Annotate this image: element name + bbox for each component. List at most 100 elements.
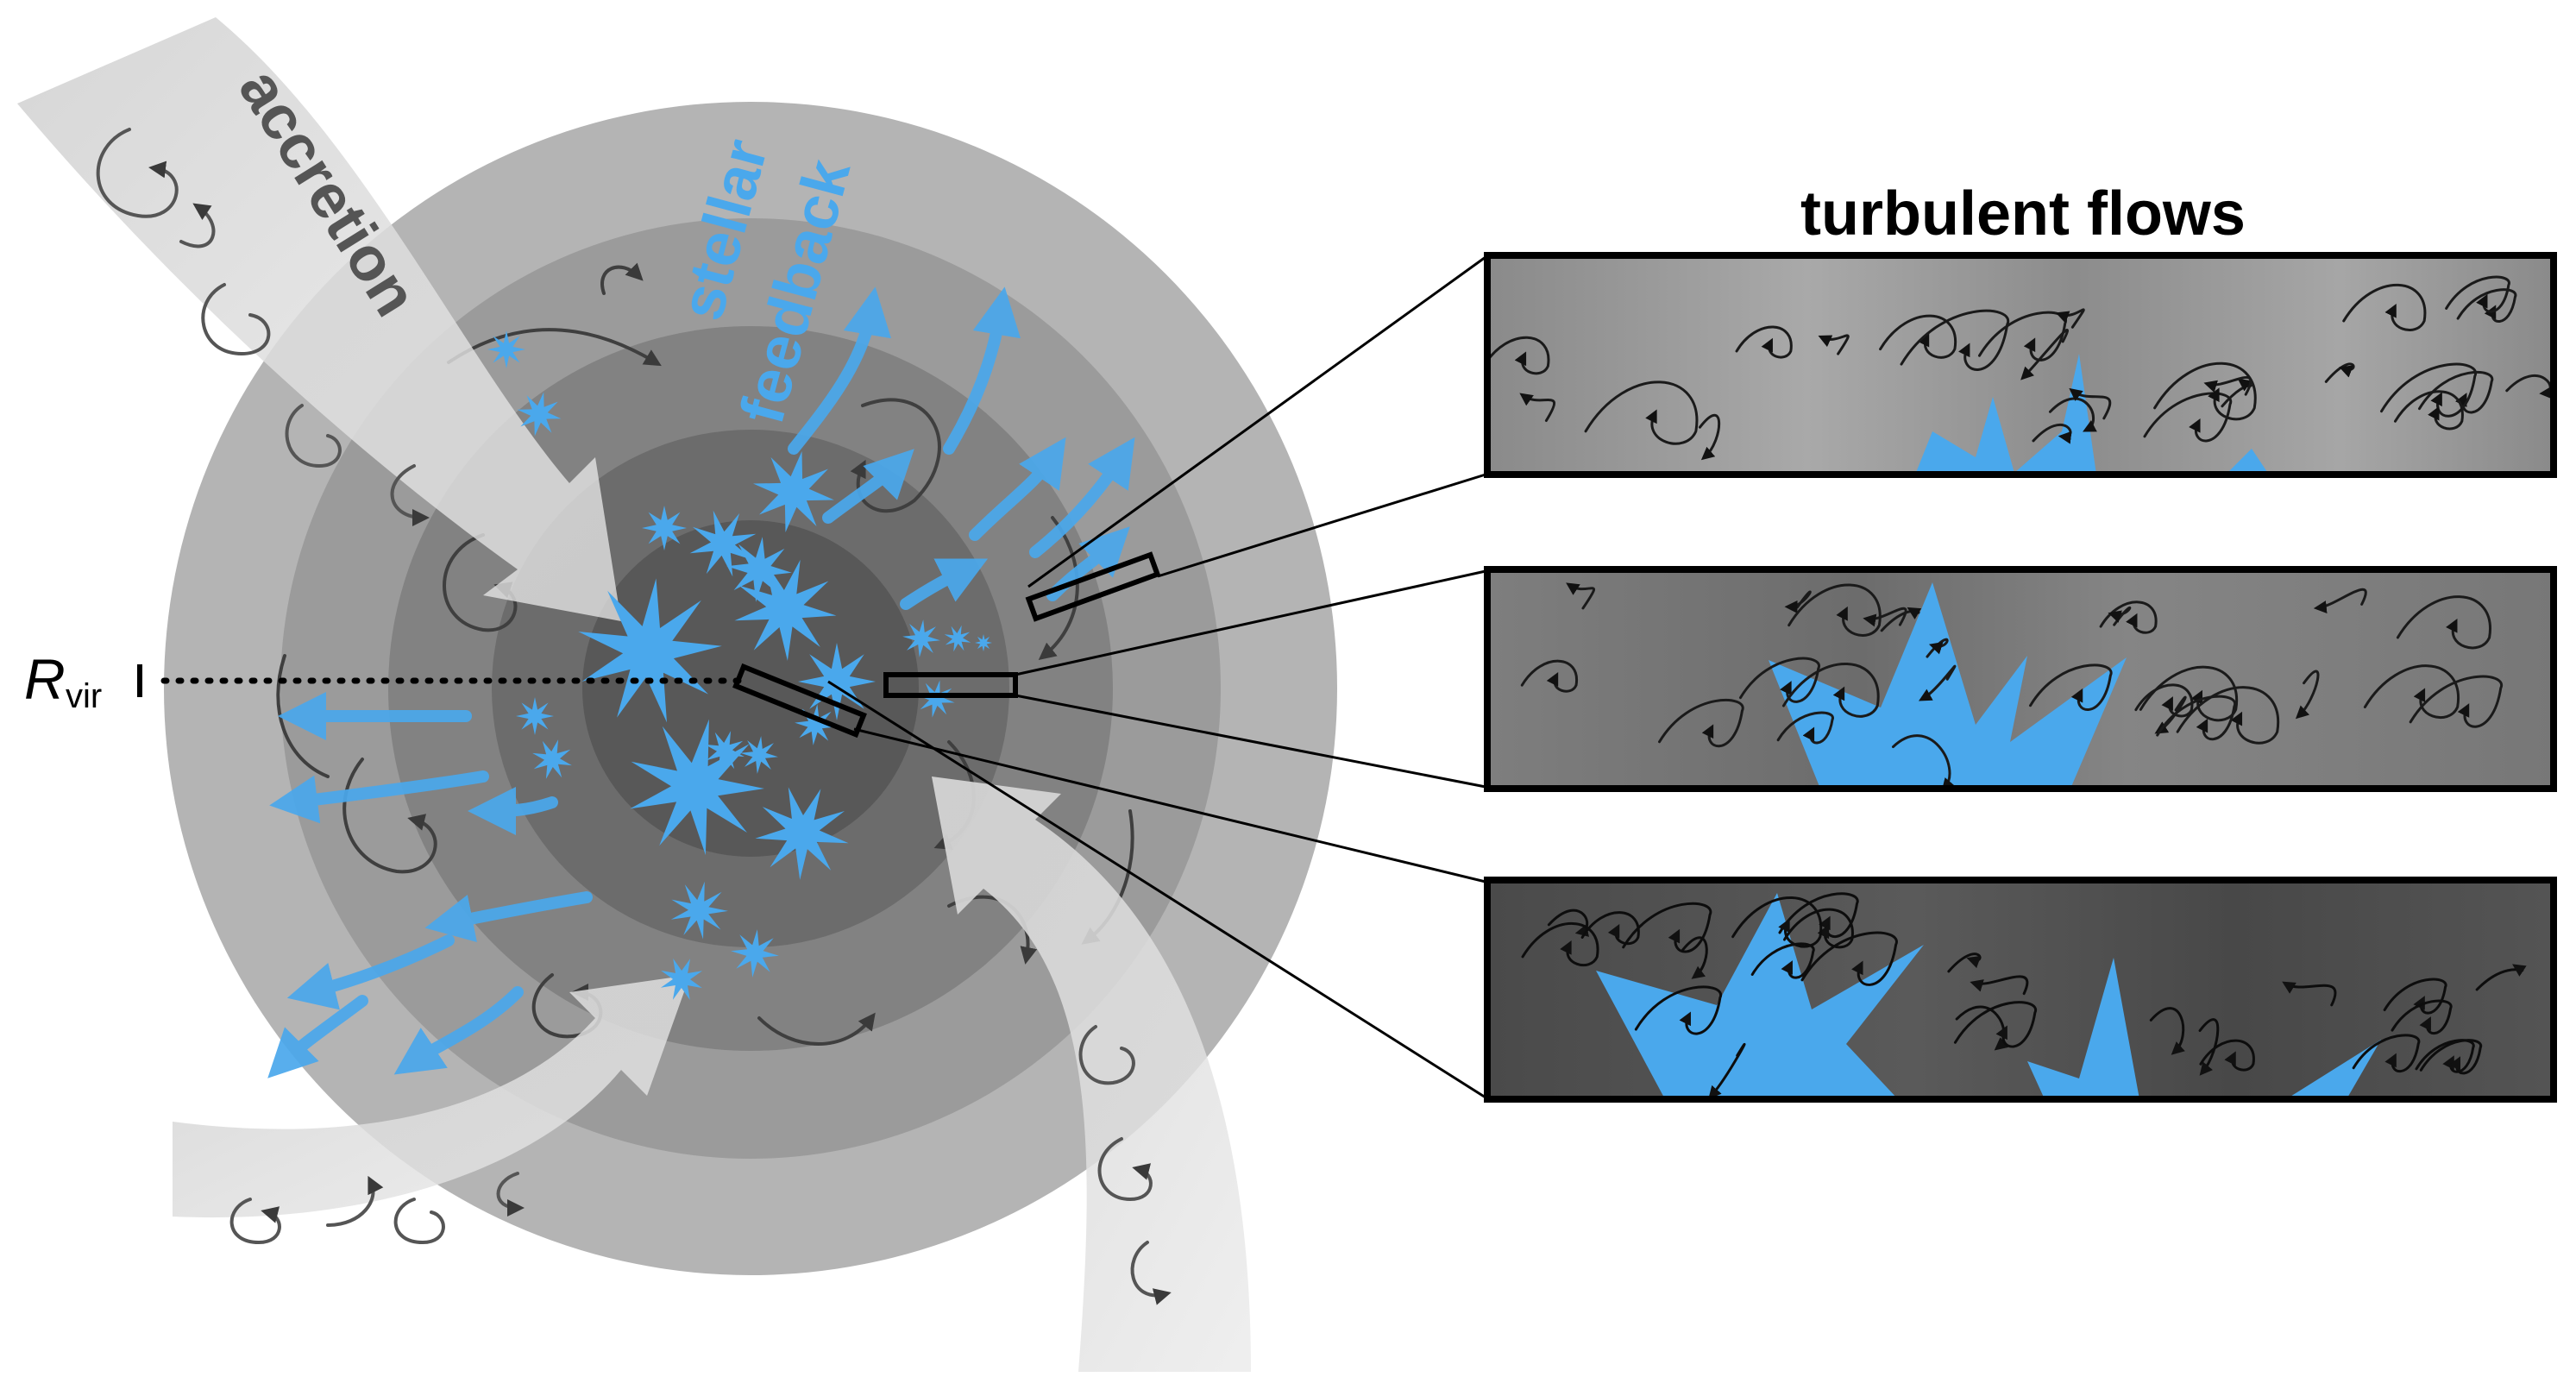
turbulent-eddy bbox=[1784, 590, 1812, 613]
turbulent-eddy bbox=[2099, 600, 2158, 634]
turbulent-eddy bbox=[2383, 978, 2447, 1015]
turbulent-eddy bbox=[2342, 283, 2427, 331]
panel-inner-swirls bbox=[1521, 892, 2527, 1099]
panel-middle-burst bbox=[1769, 582, 2127, 789]
panel-outer-swirls bbox=[1487, 275, 2553, 461]
feedback-star bbox=[753, 451, 834, 532]
rvir-subscript: vir bbox=[66, 677, 102, 715]
feedback-flows bbox=[267, 286, 1135, 1078]
feedback-star bbox=[487, 330, 525, 368]
feedback-star bbox=[975, 634, 992, 651]
turbulent-eddy bbox=[2505, 374, 2553, 399]
turbulent-eddy bbox=[2153, 362, 2257, 421]
turbulent-eddy bbox=[1900, 309, 2010, 371]
turbulent-eddy bbox=[2324, 362, 2355, 383]
turbulent-eddy bbox=[1580, 911, 1640, 946]
feedback-star bbox=[795, 704, 836, 745]
turbulent-eddy bbox=[2282, 981, 2337, 1007]
turbulent-eddy bbox=[1977, 311, 2067, 362]
feedback-star bbox=[689, 510, 757, 577]
panel-inner bbox=[1484, 877, 2557, 1103]
turbulent-eddy bbox=[1519, 393, 1556, 422]
feedback-star bbox=[516, 697, 554, 735]
turbulent-eddy bbox=[2108, 606, 2132, 626]
feedback-star bbox=[660, 958, 703, 1001]
turbulent-eddy bbox=[2149, 1007, 2185, 1055]
turbulent-eddy bbox=[2393, 390, 2464, 431]
turbulent-eddy bbox=[1863, 607, 1907, 627]
turbulent-eddy bbox=[1520, 659, 1578, 693]
turbulent-eddy bbox=[1750, 942, 1815, 979]
stream-swirls bbox=[96, 128, 1172, 1305]
turbulent-eddy bbox=[2143, 392, 2233, 443]
feedback-star bbox=[630, 719, 764, 856]
turbulent-eddy bbox=[1698, 413, 1721, 461]
turbulent-eddy bbox=[1738, 657, 1820, 703]
turbulent-eddy bbox=[2417, 370, 2494, 414]
turbulent-eddy bbox=[2475, 964, 2527, 991]
turbulent-eddy bbox=[1776, 711, 1834, 745]
turbulent-eddy bbox=[1521, 921, 1599, 967]
turbulent-eddy bbox=[1880, 607, 1922, 632]
turbulent-eddy bbox=[1622, 902, 1712, 953]
turbulent-eddy bbox=[2391, 999, 2453, 1034]
turbulent-eddy bbox=[2445, 275, 2510, 313]
feedback-star bbox=[917, 680, 955, 718]
turbulent-eddy bbox=[2419, 1039, 2483, 1075]
sample-boxes bbox=[732, 551, 1161, 739]
connector-lines bbox=[827, 255, 1486, 1099]
panel-inner-burst bbox=[1596, 893, 1924, 1099]
turbulent-eddy bbox=[1708, 1042, 1746, 1099]
turbulent-eddy bbox=[1782, 908, 1854, 949]
turbulent-eddy bbox=[2313, 588, 2367, 614]
turbulent-eddy bbox=[1891, 734, 1956, 789]
turbulent-flows-title: turbulent flows bbox=[1800, 179, 2246, 248]
turbulent-eddy bbox=[1658, 698, 1744, 748]
turbulent-eddy bbox=[1487, 336, 1550, 375]
accretion-stream-bottom-right bbox=[932, 777, 1251, 1372]
rvir-marker: R vir bbox=[24, 647, 745, 715]
panel-middle-swirls bbox=[1520, 582, 2504, 789]
turbulent-eddy bbox=[2020, 328, 2069, 380]
turbulent-eddy bbox=[1731, 896, 1823, 948]
turbulent-eddy bbox=[2363, 664, 2460, 720]
feedback-star bbox=[642, 506, 687, 550]
accretion-stream-top bbox=[17, 17, 621, 621]
turbulent-eddy bbox=[1818, 334, 1850, 355]
turbulent-eddy bbox=[2295, 670, 2320, 720]
accretion-stream-bottom-left bbox=[173, 975, 690, 1218]
turbulent-eddy bbox=[2380, 362, 2478, 418]
feedback-star bbox=[726, 537, 792, 602]
turbulent-eddy bbox=[2199, 1039, 2255, 1072]
turbulent-eddy bbox=[1547, 909, 1590, 937]
turbulent-eddy bbox=[1970, 975, 2029, 996]
turbulent-eddy bbox=[1800, 931, 1898, 986]
panel-middle bbox=[1484, 566, 2557, 792]
turbulent-eddy bbox=[2139, 665, 2239, 722]
rvir-label: R bbox=[24, 647, 66, 711]
feedback-star bbox=[532, 739, 572, 779]
panel-outer-burst bbox=[1915, 354, 2096, 475]
turbulent-eddy bbox=[2203, 376, 2252, 396]
turbulent-eddy bbox=[1787, 583, 1882, 637]
feedback-star bbox=[902, 619, 940, 657]
feedback-star bbox=[670, 881, 728, 940]
turbulent-eddy bbox=[1735, 325, 1793, 359]
sample-box-outer bbox=[1025, 551, 1161, 622]
accretion-streams bbox=[17, 17, 1251, 1372]
feedback-star bbox=[705, 731, 745, 770]
turbulent-eddy bbox=[1953, 1001, 2038, 1048]
turbulent-eddy bbox=[2055, 308, 2085, 329]
turbulent-eddy bbox=[1879, 314, 1957, 359]
turbulent-eddy bbox=[2198, 1018, 2220, 1076]
feedback-star bbox=[740, 736, 778, 774]
sample-box-inner bbox=[732, 663, 867, 739]
turbulent-eddy bbox=[2156, 695, 2237, 741]
turbulent-eddy bbox=[1947, 953, 1982, 973]
feedback-star bbox=[798, 643, 876, 720]
turbulent-eddy bbox=[1681, 936, 1708, 979]
turbulent-eddy bbox=[2409, 675, 2504, 728]
turbulent-eddy bbox=[1566, 582, 1595, 610]
feedback-stars bbox=[487, 330, 992, 1001]
